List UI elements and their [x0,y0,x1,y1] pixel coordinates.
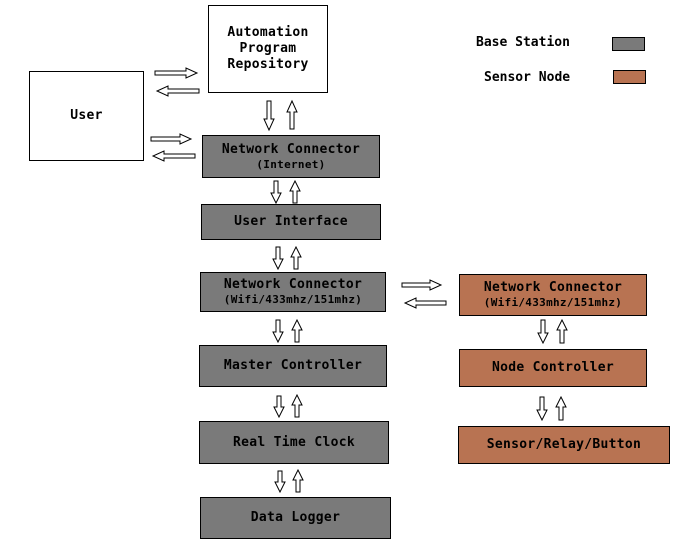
arrow-up-internet-to-repository [286,99,298,130]
user-label: User [70,108,103,123]
network-connector-internet-box: Network Connector (Internet) [202,135,380,178]
user-interface-label: User Interface [234,214,348,229]
arrow-up-controller-to-node-connector [556,318,568,344]
arrow-down-base-connector-to-master [272,319,284,344]
user-interface-box: User Interface [201,204,381,240]
network-connector-node-sub: (Wifi/433mhz/151mhz) [483,296,623,309]
network-connector-internet-sub: (Internet) [256,157,326,171]
automation-program-repository-box: Automation Program Repository [208,5,328,93]
network-connector-base-box: Network Connector (Wifi/433mhz/151mhz) [200,272,386,312]
network-connector-node-box: Network Connector (Wifi/433mhz/151mhz) [459,274,647,316]
network-connector-node-label: Network Connector [483,280,623,295]
network-connector-internet-label: Network Connector [221,141,361,157]
arrow-down-master-to-rtc [273,395,285,419]
node-controller-box: Node Controller [459,349,647,387]
arrow-up-master-to-base-connector [291,318,303,343]
legend-sensor-node-label: Sensor Node [484,70,571,85]
sensor-relay-button-box: Sensor/Relay/Button [458,426,670,464]
arrow-down-rtc-to-logger [274,470,286,494]
legend-base-station-swatch [612,37,645,51]
arrow-down-node-connector-to-controller [537,319,549,345]
arrow-right-base-to-node-connector [401,279,443,291]
data-logger-label: Data Logger [250,510,341,525]
node-controller-label: Node Controller [492,360,614,375]
arrow-up-logger-to-rtc [292,468,304,493]
arrow-right-user-to-repository [154,67,199,79]
arrow-up-sensor-to-controller [555,395,567,421]
arrow-left-repository-to-user [155,85,200,97]
real-time-clock-label: Real Time Clock [233,434,355,450]
sensor-relay-button-label: Sensor/Relay/Button [486,437,642,452]
arrow-right-user-to-internet [150,133,193,145]
repository-line-1: Automation [227,25,309,40]
arrow-down-repository-to-internet [263,100,275,132]
arrow-left-node-to-base-connector [403,297,447,309]
arrow-down-controller-to-sensor [536,396,548,422]
arrow-down-ui-to-base-connector [272,246,284,271]
network-connector-base-sub: (Wifi/433mhz/151mhz) [223,293,363,306]
user-box: User [29,71,144,161]
network-connector-base-label: Network Connector [223,277,363,292]
arrow-down-internet-to-ui [270,180,282,205]
master-controller-box: Master Controller [199,345,387,387]
arrow-up-ui-to-internet [289,179,301,204]
legend-base-station-label: Base Station [476,35,570,50]
legend-sensor-node-swatch [613,70,646,84]
arrow-left-internet-to-user [151,150,196,162]
repository-line-3: Repository [227,57,309,72]
arrow-up-rtc-to-master [291,393,303,418]
real-time-clock-box: Real Time Clock [199,421,389,464]
arrow-up-base-connector-to-ui [290,245,302,270]
repository-line-2: Program [239,41,297,56]
data-logger-box: Data Logger [200,497,391,539]
master-controller-label: Master Controller [223,358,363,373]
